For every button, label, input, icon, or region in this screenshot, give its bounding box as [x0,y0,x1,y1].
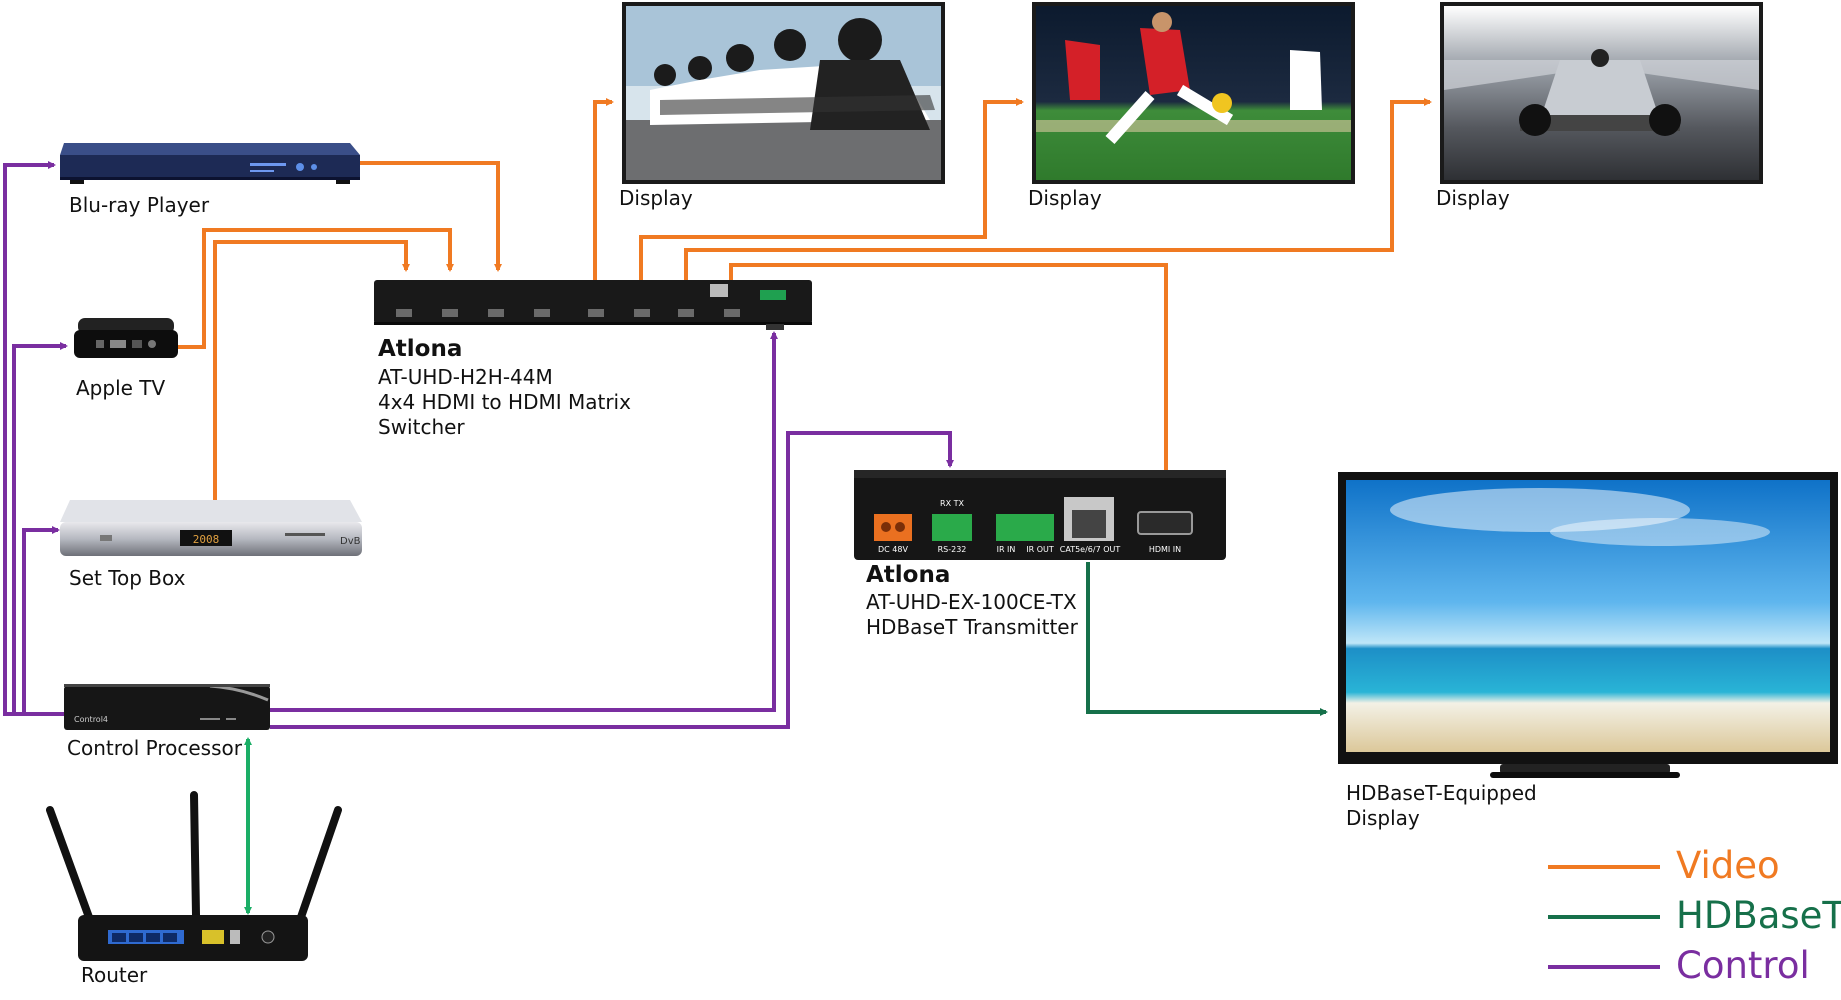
router-icon [46,791,342,961]
transmitter-model: AT-UHD-EX-100CE-TX [866,590,1077,614]
control-processor-label: Control Processor [67,736,242,760]
port-rs232-top-label: RX TX [940,499,964,508]
switcher-brand: Atlona [378,336,463,362]
port-irout-label: IR OUT [1026,545,1054,554]
hdbaset-display-icon [1338,472,1838,778]
video-link-transmitter [729,263,1170,514]
display-screen-1 [622,2,945,184]
display-1-label: Display [619,186,693,210]
tv-label-line-1: HDBaseT-Equipped [1346,781,1537,805]
transmitter-desc: HDBaseT Transmitter [866,615,1078,639]
router-label: Router [81,963,148,987]
display-screen-2 [1032,2,1355,184]
switcher-desc-1: 4x4 HDMI to HDMI Matrix [378,390,631,414]
control-link-switcher [270,331,778,712]
display-screen-3 [1440,2,1763,184]
video-link-display3 [684,98,1432,280]
legend-video-label: Video [1676,844,1780,887]
bluray-player-icon [60,143,360,184]
display-3-label: Display [1436,186,1510,210]
stb-badge-text: DvB [340,536,361,547]
video-link-stb [213,240,410,500]
video-link-display1 [593,98,614,280]
port-power-label: DC 48V [878,545,908,554]
set-top-box-icon: 2008 DvB [60,500,362,556]
stb-display-text: 2008 [193,533,220,546]
legend-lines [1548,865,1660,969]
transmitter-brand: Atlona [866,562,951,588]
apple-tv-label: Apple TV [76,376,166,400]
control-link-stb [22,526,64,716]
video-link-appletv [174,228,454,349]
port-cat-label: CAT5e/6/7 OUT [1060,545,1121,554]
control-links [3,161,954,729]
bluray-player-label: Blu-ray Player [69,193,210,217]
matrix-switcher-icon [374,280,812,330]
control-badge-text: Control4 [74,715,108,724]
port-hdmi-label: HDMI IN [1149,545,1181,554]
legend-control-label: Control [1676,944,1810,987]
apple-tv-icon [74,318,178,358]
port-irin-label: IR IN [997,545,1016,554]
video-link-display2 [639,98,1024,280]
video-links [174,98,1432,514]
control-link-transmitter [270,431,954,729]
display-2-label: Display [1028,186,1102,210]
hdbaset-transmitter-icon: DC 48V RS-232 RX TX IR IN IR OUT CAT5e/6… [854,470,1226,560]
port-rs232-label: RS-232 [938,545,967,554]
switcher-model: AT-UHD-H2H-44M [378,365,553,389]
switcher-desc-2: Switcher [378,415,465,439]
video-link-bluray [360,161,502,272]
set-top-box-label: Set Top Box [69,566,186,590]
control-processor-icon: Control4 [64,684,270,730]
hdbaset-link [1086,562,1328,716]
tv-label-line-2: Display [1346,806,1420,830]
legend-hdbaset-label: HDBaseT [1676,894,1841,937]
